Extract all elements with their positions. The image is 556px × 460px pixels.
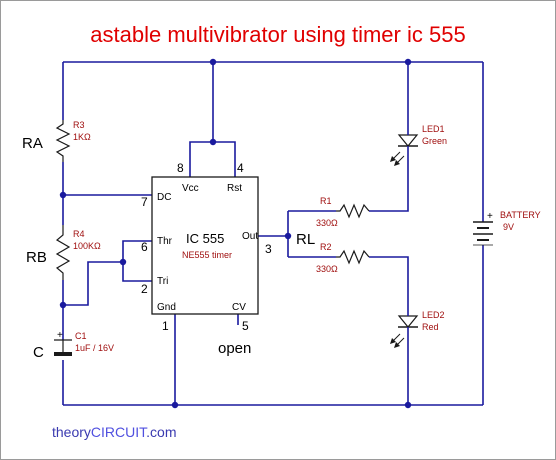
diagram-title: astable multivibrator using timer ic 555: [90, 22, 465, 47]
r3-value: 1KΩ: [73, 132, 91, 142]
junction-dots: [59, 58, 412, 409]
junction-dot: [59, 301, 67, 309]
pin-number-2: 2: [141, 282, 148, 296]
ic-pin-tri: Tri: [157, 276, 168, 287]
resistor-r2: R2 330Ω: [316, 242, 370, 274]
ic-pin-gnd: Gnd: [157, 302, 176, 313]
ic-pin-vcc: Vcc: [182, 183, 199, 194]
pin-number-5: 5: [242, 319, 249, 333]
led1: LED1 Green: [390, 124, 447, 166]
battery-plus-sign: +: [487, 211, 493, 222]
battery-name: BATTERY: [500, 210, 541, 220]
ic-body: [151, 176, 259, 315]
ic-555: Vcc Rst DC Thr Tri Out Gnd CV IC 555 NE5…: [141, 161, 272, 333]
junction-dot: [209, 58, 217, 66]
battery: + BATTERY 9V: [473, 210, 541, 246]
capacitor-c1: + C C1 1uF / 16V: [33, 330, 114, 361]
c1-value: 1uF / 16V: [75, 343, 114, 353]
ic-pin-dc: DC: [157, 192, 171, 203]
led2-name: LED2: [422, 310, 445, 320]
cap-plus-sign: +: [57, 330, 63, 341]
rl-label: RL: [296, 231, 315, 248]
footer-brand: theoryCIRCUIT.com: [52, 424, 177, 440]
led2: LED2 Red: [390, 310, 445, 348]
r3-name: R3: [73, 120, 85, 130]
pin-number-4: 4: [237, 161, 244, 175]
wires: [62, 61, 484, 406]
pin-number-3: 3: [265, 242, 272, 256]
footer-brand-part2: CIRCUIT: [91, 424, 148, 440]
led1-name: LED1: [422, 124, 445, 134]
ra-label: RA: [22, 135, 43, 152]
cv-open-note: open: [218, 340, 251, 357]
battery-voltage: 9V: [503, 222, 514, 232]
r2-right-wire: [369, 256, 409, 313]
junction-dot: [284, 232, 292, 240]
led1-color: Green: [422, 136, 447, 146]
junction-dot: [119, 258, 127, 266]
rb-label: RB: [26, 249, 47, 266]
ic-pin-rst: Rst: [227, 183, 242, 194]
junction-dot: [404, 401, 412, 409]
pin-number-8: 8: [177, 161, 184, 175]
footer-brand-part1: theory: [52, 424, 91, 440]
ic-pin-thr: Thr: [157, 236, 173, 247]
r1-value: 330Ω: [316, 218, 338, 228]
r1-right-wire: [369, 155, 409, 212]
c-label: C: [33, 344, 44, 361]
r4-value: 100KΩ: [73, 241, 101, 251]
footer-brand-part3: .com: [146, 424, 176, 440]
rbc-junction-wire: [63, 261, 123, 306]
ic-name: IC 555: [186, 231, 224, 246]
pin-number-7: 7: [141, 195, 148, 209]
led2-color: Red: [422, 322, 439, 332]
r1-name: R1: [320, 196, 332, 206]
ic-part: NE555 timer: [182, 250, 232, 260]
r2-name: R2: [320, 242, 332, 252]
resistor-r4: RB R4 100KΩ: [26, 225, 101, 280]
r2-value: 330Ω: [316, 264, 338, 274]
ic-pin-out: Out: [242, 231, 258, 242]
ic-pin-cv: CV: [232, 302, 246, 313]
junction-dot: [404, 58, 412, 66]
pin-number-6: 6: [141, 240, 148, 254]
junction-dot: [209, 138, 217, 146]
pin-number-1: 1: [162, 319, 169, 333]
c1-name: C1: [75, 331, 87, 341]
resistor-r1: R1 330Ω: [316, 196, 370, 228]
junction-dot: [171, 401, 179, 409]
r4-name: R4: [73, 229, 85, 239]
resistor-r3: RA R3 1KΩ: [22, 120, 91, 162]
vcc-rst-wire: [189, 141, 236, 177]
junction-dot: [59, 191, 67, 199]
